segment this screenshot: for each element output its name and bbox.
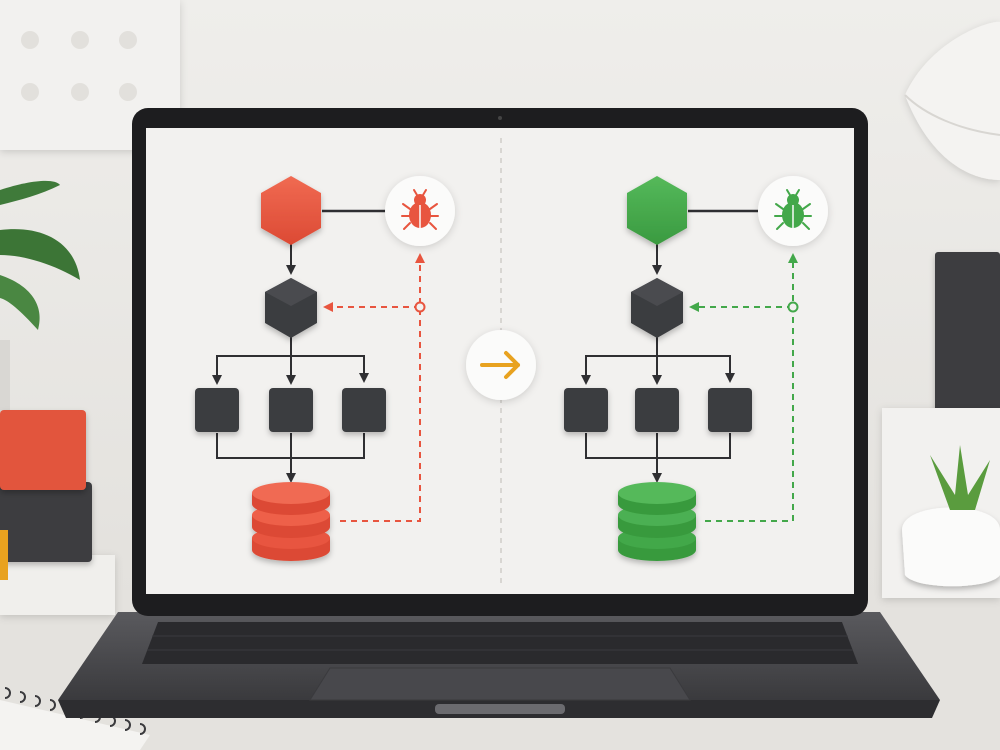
screen-chin	[146, 594, 854, 604]
diagram-left	[195, 176, 455, 561]
worker-node-right-1	[564, 388, 608, 432]
worker-node-left-2	[269, 388, 313, 432]
worker-node-left-3	[342, 388, 386, 432]
bug-icon	[401, 189, 439, 230]
source-hexagon-red	[261, 176, 321, 245]
plant-left	[0, 180, 80, 420]
props-right	[882, 252, 1000, 598]
blocks-left	[0, 410, 115, 615]
worker-node-right-3	[708, 388, 752, 432]
laptop-base	[58, 612, 940, 718]
database-green	[618, 482, 696, 561]
webcam	[498, 116, 502, 120]
desk-lamp	[904, 21, 1000, 180]
database-red	[252, 482, 330, 561]
bug-icon	[774, 189, 812, 230]
worker-node-left-1	[195, 388, 239, 432]
diagram-right	[564, 176, 828, 561]
arrow-right-icon	[480, 351, 520, 379]
keyboard	[142, 622, 858, 664]
source-hexagon-green	[627, 176, 687, 245]
trackpad	[309, 667, 691, 701]
worker-node-right-2	[635, 388, 679, 432]
